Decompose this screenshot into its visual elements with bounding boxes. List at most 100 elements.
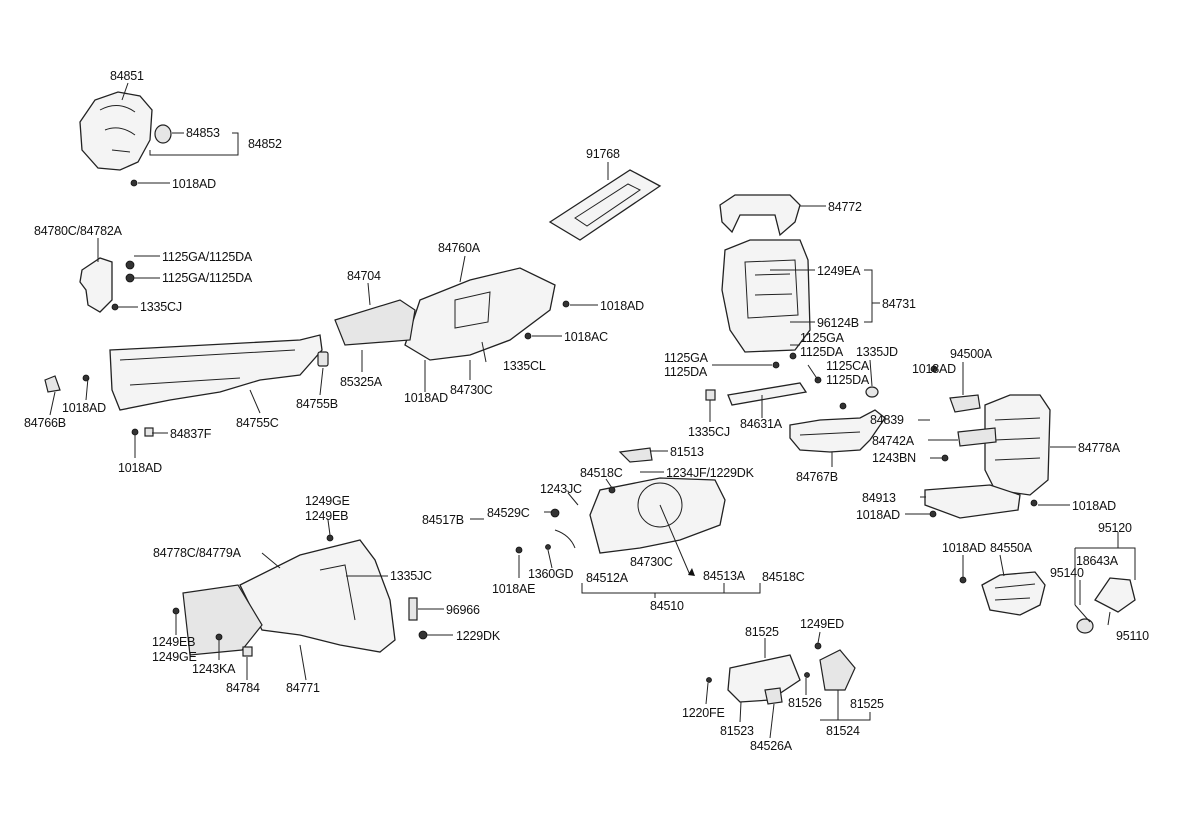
lower-trim-panel: [44, 334, 329, 437]
label-1018ad-g: 1018AD: [1072, 499, 1116, 513]
label-1243ka: 1243KA: [192, 662, 236, 676]
ashtray-assembly: [959, 571, 1046, 616]
label-1018ad-b: 1018AD: [600, 299, 644, 313]
label-1018ad-h: 1018AD: [856, 508, 900, 522]
label-84512a: 84512A: [586, 571, 629, 585]
label-84778a: 84778A: [1078, 441, 1121, 455]
label-1249ed: 1249ED: [800, 617, 844, 631]
label-1249eb-b: 1249EB: [152, 635, 195, 649]
label-84731: 84731: [882, 297, 916, 311]
label-84517b: 84517B: [422, 513, 464, 527]
lower-bracket: [705, 376, 879, 410]
label-84852: 84852: [248, 137, 282, 151]
label-1018ad-c: 1018AD: [912, 362, 956, 376]
label-1125ga-c: 1125GA: [800, 331, 845, 345]
label-81524: 81524: [826, 724, 860, 738]
label-84766b: 84766B: [24, 416, 66, 430]
label-94500a: 94500A: [950, 347, 993, 361]
label-84518c-a: 84518C: [580, 466, 623, 480]
label-1018ad-i: 1018AD: [942, 541, 986, 555]
label-18643a: 18643A: [1076, 554, 1119, 568]
label-1335cj: 1335CJ: [140, 300, 182, 314]
label-1335jd: 1335JD: [856, 345, 898, 359]
label-1018ad-d: 1018AD: [404, 391, 448, 405]
label-81526: 81526: [788, 696, 822, 710]
label-84767b: 84767B: [796, 470, 838, 484]
label-1125ga-a: 1125GA/1125DA: [162, 250, 253, 264]
leader-lines: [49, 82, 1136, 739]
label-96966: 96966: [446, 603, 480, 617]
label-1243bn: 1243BN: [872, 451, 916, 465]
label-85325a: 85325A: [340, 375, 383, 389]
part-labels: 84851 84853 84852 1018AD 91768 84772 847…: [24, 69, 1149, 753]
label-1125da-e: 1125DA: [826, 373, 870, 387]
label-81523: 81523: [720, 724, 754, 738]
glove-box-door: [515, 447, 726, 576]
label-84704: 84704: [347, 269, 381, 283]
label-84526a: 84526A: [750, 739, 793, 753]
mounting-bracket-left: [79, 257, 135, 313]
glove-box-plate: [548, 169, 662, 241]
upper-bracket: [719, 194, 801, 237]
label-1243jc: 1243JC: [540, 482, 582, 496]
glove-box-latch: [706, 642, 856, 705]
glove-box-housing: [334, 267, 570, 361]
label-84760a: 84760A: [438, 241, 481, 255]
label-1125ga-d: 1125GA: [664, 351, 709, 365]
steering-column-shroud: [79, 91, 172, 187]
label-1229dk: 1229DK: [456, 629, 501, 643]
label-84550a: 84550A: [990, 541, 1033, 555]
label-84784: 84784: [226, 681, 260, 695]
label-84518c-b: 84518C: [762, 570, 805, 584]
center-bezel: [930, 365, 1051, 496]
label-84853: 84853: [186, 126, 220, 140]
label-84510: 84510: [650, 599, 684, 613]
label-84780c: 84780C/84782A: [34, 224, 123, 238]
cigarette-lighter: [1074, 577, 1136, 634]
center-panel-frame: [721, 239, 811, 369]
label-96124b: 96124B: [817, 316, 859, 330]
label-1335jc: 1335JC: [390, 569, 432, 583]
label-84778c: 84778C/84779A: [153, 546, 242, 560]
label-84631a: 84631A: [740, 417, 783, 431]
label-1125ca: 1125CA: [826, 359, 870, 373]
label-95110: 95110: [1116, 629, 1149, 643]
label-1018ad-f: 1018AD: [118, 461, 162, 475]
label-84851: 84851: [110, 69, 144, 83]
label-1249ge-b: 1249GE: [152, 650, 197, 664]
label-1125da-c: 1125DA: [800, 345, 844, 359]
label-1018ad-e: 1018AD: [62, 401, 106, 415]
label-1125ga-b: 1125GA/1125DA: [162, 271, 253, 285]
label-84755c: 84755C: [236, 416, 279, 430]
label-91768: 91768: [586, 147, 620, 161]
label-84513a: 84513A: [703, 569, 746, 583]
label-1018ad: 1018AD: [172, 177, 216, 191]
label-84837f: 84837F: [170, 427, 212, 441]
label-81525-a: 81525: [745, 625, 779, 639]
label-1125da-d: 1125DA: [664, 365, 708, 379]
label-81513: 81513: [670, 445, 704, 459]
tray: [924, 484, 1038, 519]
label-84730c-a: 84730C: [450, 383, 493, 397]
label-1360gd: 1360GD: [528, 567, 574, 581]
label-84730c-b: 84730C: [630, 555, 673, 569]
label-95140: 95140: [1050, 566, 1084, 580]
support-bracket: [789, 409, 886, 453]
label-84529c: 84529C: [487, 506, 530, 520]
label-1220fe: 1220FE: [682, 706, 725, 720]
label-1249eb-a: 1249EB: [305, 509, 348, 523]
label-1018ac: 1018AC: [564, 330, 608, 344]
label-1335cl: 1335CL: [503, 359, 546, 373]
label-84771: 84771: [286, 681, 320, 695]
label-81525-b: 81525: [850, 697, 884, 711]
label-84742a: 84742A: [872, 434, 915, 448]
label-1018ae: 1018AE: [492, 582, 535, 596]
label-95120: 95120: [1098, 521, 1132, 535]
label-84839: 84839: [870, 413, 904, 427]
label-1335cj-b: 1335CJ: [688, 425, 730, 439]
label-84913: 84913: [862, 491, 896, 505]
label-84772: 84772: [828, 200, 862, 214]
label-84755b: 84755B: [296, 397, 338, 411]
side-trim-panel: [172, 534, 428, 657]
